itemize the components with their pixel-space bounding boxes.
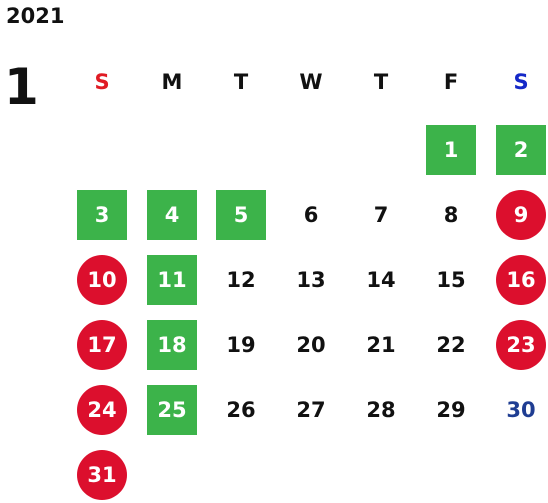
- weekday-monday: M: [161, 70, 183, 94]
- calendar-day[interactable]: 21: [366, 333, 396, 357]
- calendar-day[interactable]: 30: [506, 398, 536, 422]
- weekday-saturday: S: [513, 70, 529, 94]
- calendar-day[interactable]: 28: [366, 398, 396, 422]
- calendar-year: 2021: [6, 4, 65, 28]
- calendar-day[interactable]: 11: [147, 255, 197, 305]
- calendar-day[interactable]: 27: [296, 398, 326, 422]
- calendar-day[interactable]: 7: [373, 203, 389, 227]
- calendar-day[interactable]: 15: [436, 268, 466, 292]
- calendar-day[interactable]: 31: [77, 450, 127, 500]
- calendar-day[interactable]: 2: [496, 125, 546, 175]
- calendar-day[interactable]: 12: [226, 268, 256, 292]
- weekday-tuesday: T: [233, 70, 249, 94]
- calendar-day[interactable]: 3: [77, 190, 127, 240]
- calendar-day[interactable]: 5: [216, 190, 266, 240]
- calendar-day[interactable]: 18: [147, 320, 197, 370]
- calendar-day[interactable]: 14: [366, 268, 396, 292]
- calendar-day[interactable]: 20: [296, 333, 326, 357]
- weekday-wednesday: W: [299, 70, 323, 94]
- calendar-day[interactable]: 23: [496, 320, 546, 370]
- weekday-thursday: T: [373, 70, 389, 94]
- calendar-day[interactable]: 9: [496, 190, 546, 240]
- calendar-day[interactable]: 16: [496, 255, 546, 305]
- calendar-day[interactable]: 25: [147, 385, 197, 435]
- weekday-sunday: S: [94, 70, 110, 94]
- calendar-day[interactable]: 19: [226, 333, 256, 357]
- calendar-day[interactable]: 10: [77, 255, 127, 305]
- calendar-day[interactable]: 4: [147, 190, 197, 240]
- calendar-day[interactable]: 24: [77, 385, 127, 435]
- calendar-day[interactable]: 8: [443, 203, 459, 227]
- calendar-month: 1: [4, 58, 39, 116]
- calendar-day[interactable]: 1: [426, 125, 476, 175]
- weekday-friday: F: [443, 70, 459, 94]
- calendar-day[interactable]: 6: [303, 203, 319, 227]
- calendar-day[interactable]: 26: [226, 398, 256, 422]
- calendar-day[interactable]: 13: [296, 268, 326, 292]
- calendar-day[interactable]: 17: [77, 320, 127, 370]
- calendar-day[interactable]: 22: [436, 333, 466, 357]
- calendar-day[interactable]: 29: [436, 398, 466, 422]
